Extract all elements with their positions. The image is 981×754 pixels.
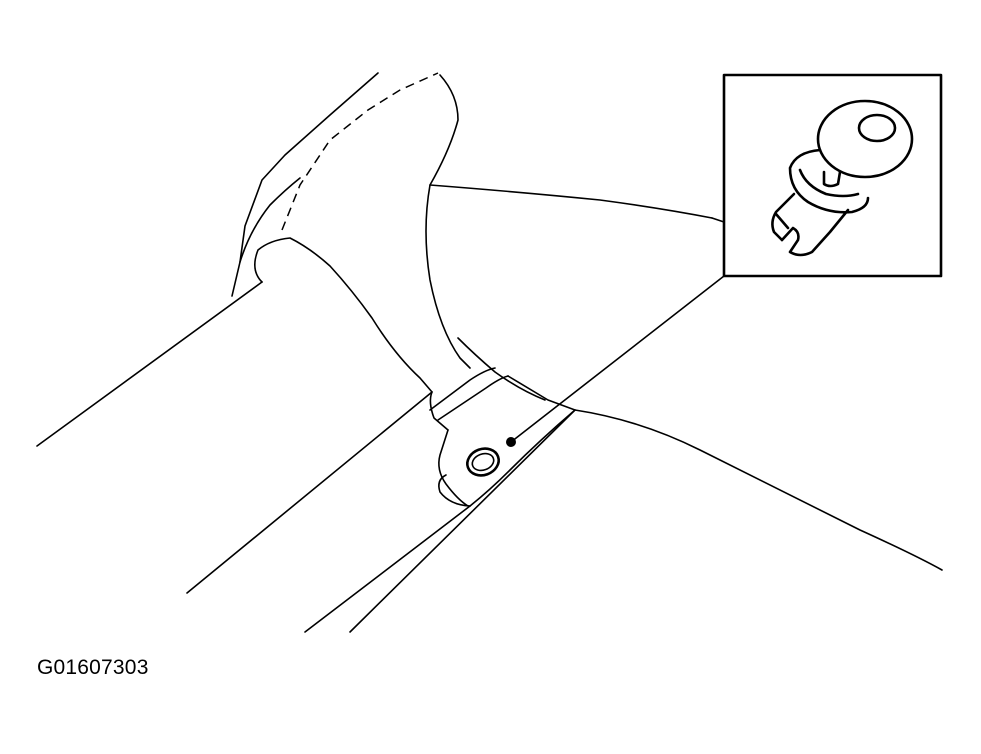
belt-anchor-plate bbox=[430, 368, 575, 506]
clip-hole bbox=[464, 444, 503, 479]
figure-code: G01607303 bbox=[37, 656, 149, 679]
inset-frame bbox=[724, 75, 941, 276]
belt-boot bbox=[232, 73, 712, 400]
panel-edges bbox=[37, 282, 942, 632]
clip-detail-inset bbox=[724, 75, 941, 276]
push-clip-icon bbox=[772, 101, 912, 255]
leader-lines bbox=[511, 218, 724, 442]
